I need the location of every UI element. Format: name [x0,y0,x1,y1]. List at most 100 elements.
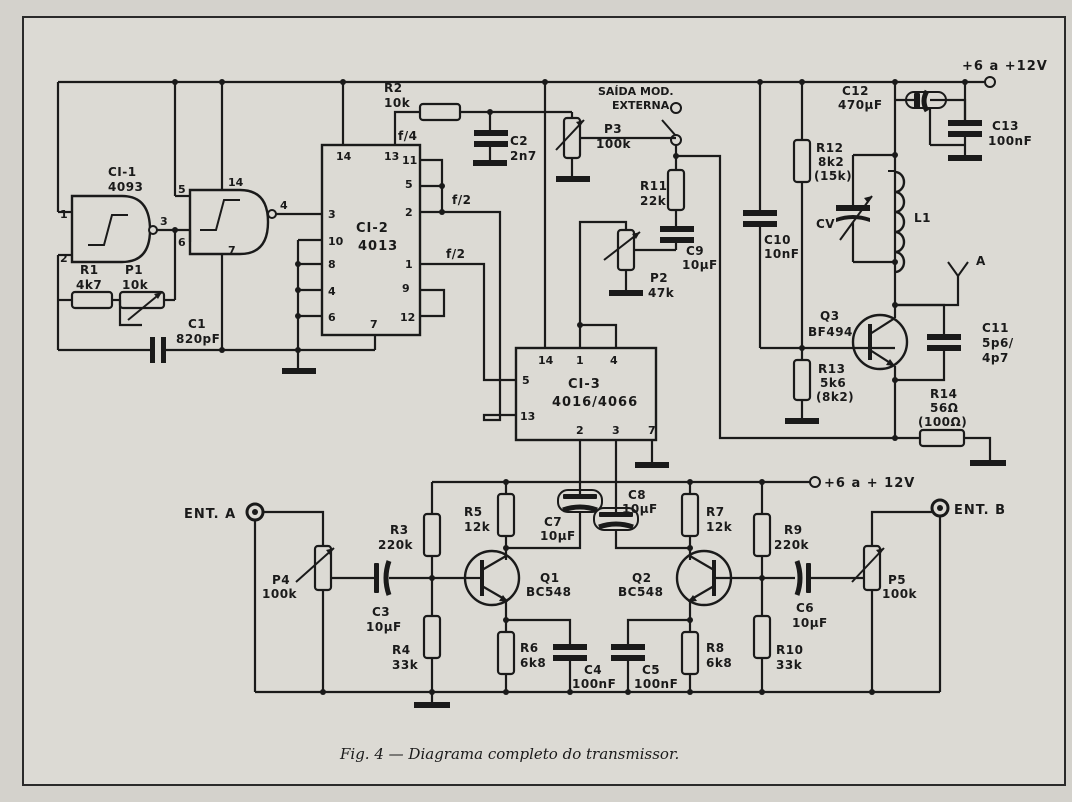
c2-name: C2 [510,134,528,148]
ci3-ic [514,346,658,442]
r6-resistor [496,630,516,676]
c6-name: C6 [796,601,814,615]
q1-name: Q1 [540,571,560,585]
c4-value: 100nF [572,677,616,691]
q3-name: Q3 [820,309,840,323]
q3-transistor [851,313,909,371]
c1-plate-left [150,337,155,363]
l1-label: L1 [914,211,931,225]
pin-label: 1 [60,208,68,221]
c2-plate-bottom [474,141,508,147]
r13-alt: (8k2) [816,390,854,404]
c4-name: C4 [584,663,602,677]
ground-symbol [948,155,982,161]
c9-value: 10μF [682,258,718,272]
pin-label: 9 [402,282,410,295]
ground-symbol [556,176,590,182]
r13-resistor [792,358,812,402]
q1-transistor [463,549,521,607]
top-supply-rail: +6 a +12V [58,59,1047,88]
r7-resistor [680,492,700,538]
r1-value: 4k7 [76,278,102,292]
modulation-input-section: R2 10k C2 2n7 P3 100k SAÍDA MOD. EXTERNA [384,81,920,440]
c3-value: 10μF [366,620,402,634]
ci1-name: CI-1 [108,165,137,179]
ground-symbol [282,368,316,374]
ci3-name: CI-3 [568,377,601,392]
pin-label: 1 [405,258,413,271]
c5-value: 100nF [634,677,678,691]
r1-name: R1 [80,263,99,277]
c5-name: C5 [642,663,660,677]
signal-f2-label-b: f/2 [446,247,465,261]
ent-b-label: ENT. B [954,503,1006,518]
c8-value: 10μF [622,502,658,516]
pin-label: 2 [405,206,413,219]
pin-label: 7 [370,318,378,331]
c2-plate-top [474,130,508,136]
pin-label: 11 [402,154,417,167]
signal-f4-label: f/4 [398,129,417,143]
pin-label: 5 [178,183,186,196]
c8-plate-top [599,512,633,517]
c6-plate-right [806,563,811,593]
c8-name: C8 [628,488,646,502]
ground-symbol [970,460,1006,466]
pin-label: 6 [178,236,186,249]
r9-value: 220k [774,538,810,552]
c3-plate-left [374,563,379,593]
c6-value: 10μF [792,616,828,630]
c7-name: C7 [544,515,562,529]
p2-potentiometer [616,228,636,272]
c1-plate-right [161,337,166,363]
c12-value: 470μF [838,98,883,112]
cv-plate-top [836,205,870,211]
pin-label: 7 [228,244,236,257]
r12-name: R12 [816,141,843,155]
c11-plate-top [927,334,961,340]
r9-name: R9 [784,523,803,537]
c1-name: C1 [188,317,206,331]
ext-out-line1: SAÍDA MOD. [598,85,674,98]
ci2-part: 4013 [358,239,398,254]
r10-name: R10 [776,643,803,657]
r6-name: R6 [520,641,539,655]
p5-value: 100k [882,587,918,601]
r4-name: R4 [392,643,411,657]
r8-name: R8 [706,641,725,655]
pin-label: 3 [612,424,620,437]
ci1-gate-1 [70,194,152,264]
p4-name: P4 [272,573,290,587]
ground-symbol [635,462,669,468]
c10-plate-bottom [743,221,777,227]
r10-value: 33k [776,658,803,672]
p5-name: P5 [888,573,906,587]
c13-name: C13 [992,119,1019,133]
ci1-gate-2-section: 5 6 14 7 4 [178,82,322,350]
supply-mid-label: +6 a + 12V [824,476,915,491]
c13-plate-top [948,120,982,126]
r1-resistor [70,290,114,310]
c2-value: 2n7 [510,149,537,163]
pin-label: 14 [228,176,244,189]
pin-label: 5 [405,178,413,191]
p3-name: P3 [604,122,622,136]
q1-part: BC548 [526,585,572,599]
r8-resistor [680,630,700,676]
r11-value: 22k [640,194,667,208]
r14-resistor [918,428,966,448]
antenna-label: A [976,254,986,268]
pin-label: 4 [328,285,336,298]
q2-part: BC548 [618,585,664,599]
c4-plate-bottom [553,655,587,661]
pin-label: 2 [576,424,584,437]
rf-section: C10 10nF R12 8k2 (15k) R13 5k6 (8k2) CV … [743,82,1032,466]
ground-symbol [609,290,643,296]
c12-plate-left [914,93,920,109]
c13-plate-bottom [948,131,982,137]
p1-name: P1 [125,263,143,277]
ci1-gate-2 [188,188,270,256]
pin-label: 14 [538,354,554,367]
